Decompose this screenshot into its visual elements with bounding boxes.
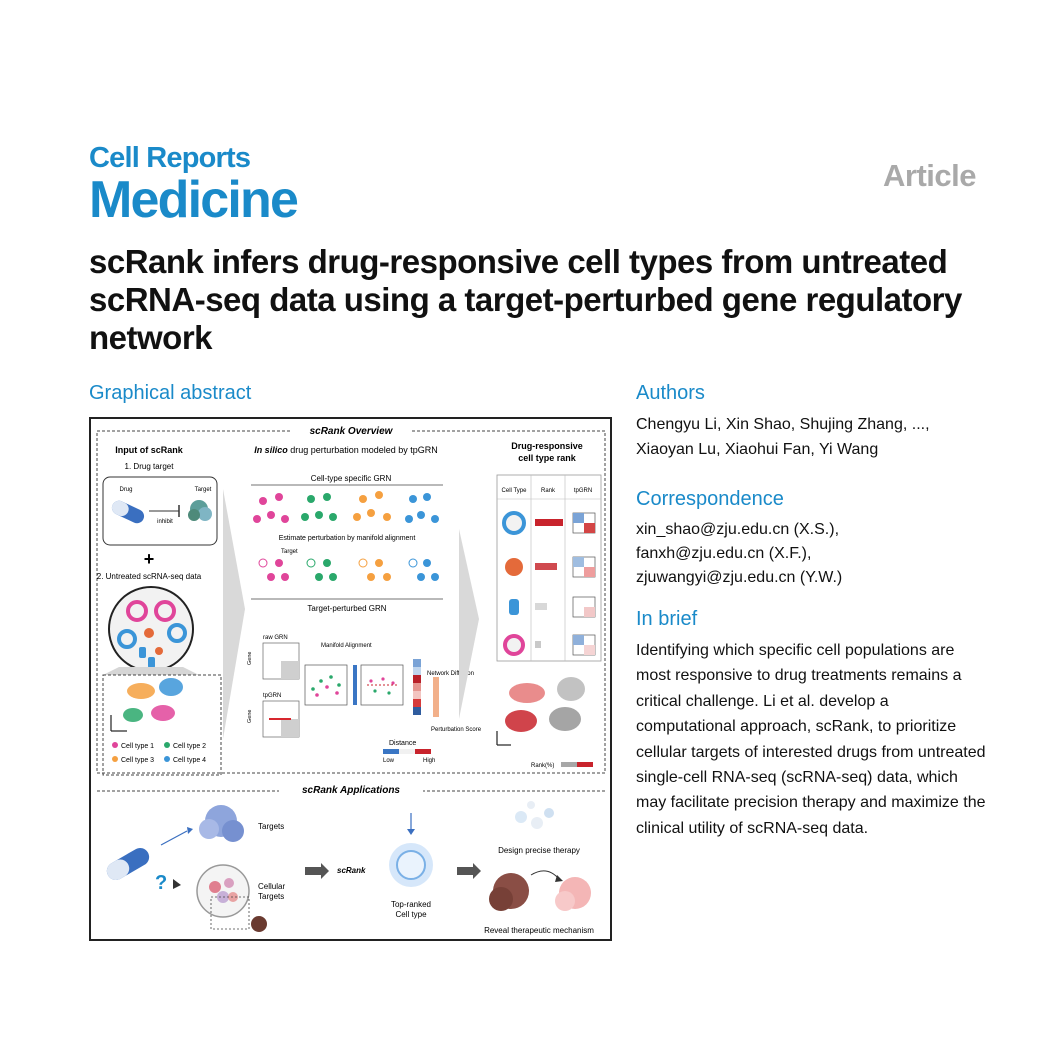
- therapy-arrow: [457, 863, 481, 879]
- graphical-abstract-heading: Graphical abstract: [89, 382, 252, 404]
- network-diffusion-label: Network Diffusion: [427, 671, 474, 677]
- precise-therapy-icon: [515, 801, 554, 829]
- rank-title-1: Drug-responsive: [511, 441, 583, 451]
- targets-label: Targets: [258, 822, 284, 831]
- correspondence-heading: Correspondence: [636, 488, 784, 510]
- col-cell-type: Cell Type: [502, 488, 528, 494]
- perturbed-grn-networks: [258, 558, 439, 581]
- question-mark-icon: ?: [155, 872, 167, 894]
- umap-scatter: [110, 678, 183, 732]
- inhibit-label: inhibit: [157, 519, 173, 525]
- application-capsule-icon: [106, 848, 150, 880]
- legend-cell-type-1: Cell type 1: [121, 743, 154, 750]
- journal-name-line1: Cell Reports: [89, 142, 251, 174]
- cell-type-legend: Cell type 1 Cell type 2 Cell type 3 Cell…: [112, 742, 206, 764]
- article-type-label: Article: [883, 158, 976, 193]
- top-ranked-label: Top-ranked: [391, 900, 431, 909]
- grn-title: Cell-type specific GRN: [311, 474, 392, 483]
- legend-cell-type-2: Cell type 2: [173, 743, 206, 750]
- tpgrn-title: Target-perturbed GRN: [307, 604, 386, 613]
- reveal-mechanism-label: Reveal therapeutic mechanism: [484, 926, 594, 935]
- authors-heading: Authors: [636, 382, 705, 404]
- rank-title-2: cell type rank: [518, 453, 577, 463]
- correspondence-email-1[interactable]: xin_shao@zju.edu.cn (X.S.),: [636, 521, 840, 538]
- journal-logo: Cell Reports Medicine: [89, 142, 299, 229]
- cell-type-grn-networks: [253, 491, 439, 523]
- scrnaseq-step: 2. Untreated scRNA-seq data: [97, 572, 202, 581]
- rank-umap: [496, 677, 585, 746]
- perturbation-score-label: Perturbation Score: [431, 727, 482, 733]
- in-brief-heading: In brief: [636, 608, 698, 630]
- correspondence-email-2[interactable]: fanxh@zju.edu.cn (X.F.),: [636, 545, 812, 562]
- design-therapy-label: Design precise therapy: [498, 846, 580, 855]
- estimate-perturbation-label: Estimate perturbation by manifold alignm…: [279, 535, 416, 542]
- distance-high: High: [423, 758, 435, 764]
- umap-frame: [102, 674, 222, 776]
- target-protein-icon: [188, 500, 212, 521]
- journal-name-line2: Medicine: [89, 171, 299, 229]
- article-title: scRank infers drug-responsive cell types…: [89, 243, 962, 356]
- applications-title: scRank Applications: [302, 785, 400, 796]
- cellular-targets-label: Targets: [258, 892, 284, 901]
- cell-type-label: Cell type: [395, 910, 427, 919]
- target-node-label: Target: [281, 549, 298, 555]
- legend-cell-type-3: Cell type 3: [121, 757, 154, 764]
- plus-sign: +: [144, 549, 155, 569]
- raw-grn-label: raw GRN: [263, 635, 288, 641]
- gene-axis-label-1: Gene: [247, 652, 253, 665]
- cellular-label: Cellular: [258, 882, 285, 891]
- distance-label: Distance: [389, 740, 416, 747]
- input-title: Input of scRank: [115, 445, 183, 455]
- tissue-circle-icon: [108, 586, 194, 672]
- insilico-title: In silico drug perturbation modeled by t…: [254, 445, 438, 455]
- in-brief-text: Identifying which specific cell populati…: [636, 642, 986, 837]
- mechanism-icons: [489, 870, 591, 911]
- correspondence-email-3[interactable]: zjuwangyi@zju.edu.cn (Y.W.): [636, 569, 843, 586]
- graphical-abstract-figure: scRank Overview Input of scRank 1. Drug …: [89, 417, 612, 941]
- overview-title: scRank Overview: [310, 426, 394, 437]
- distance-low: Low: [383, 758, 395, 764]
- legend-cell-type-4: Cell type 4: [173, 757, 206, 764]
- drug-capsule-icon: [111, 500, 145, 524]
- flow-arrow-1: [223, 489, 245, 739]
- tpgrn-matrix-label: tpGRN: [263, 693, 281, 699]
- manifold-alignment-label: Manifold Alignment: [321, 643, 372, 649]
- rank-rows: [502, 511, 596, 656]
- gene-axis-label-2: Gene: [247, 710, 253, 723]
- scrank-arrow: [305, 863, 329, 879]
- perturbation-bar: [413, 659, 439, 717]
- graphical-abstract-svg: scRank Overview Input of scRank 1. Drug …: [96, 424, 606, 935]
- col-tpgrn: tpGRN: [574, 488, 592, 494]
- scrank-label: scRank: [337, 866, 366, 875]
- drug-target-step: 1. Drug target: [125, 462, 175, 471]
- flow-arrow-2: [459, 529, 479, 719]
- application-target-icon: [199, 805, 244, 842]
- correspondence-list: xin_shao@zju.edu.cn (X.S.), fanxh@zju.ed…: [636, 518, 986, 590]
- drug-target-box: [102, 476, 218, 546]
- rank-percent-label: Rank(%): [531, 763, 554, 769]
- target-label: Target: [195, 487, 212, 493]
- drug-label: Drug: [119, 487, 132, 493]
- col-rank: Rank: [541, 488, 556, 494]
- authors-list: Chengyu Li, Xin Shao, Shujing Zhang, ...…: [636, 416, 930, 458]
